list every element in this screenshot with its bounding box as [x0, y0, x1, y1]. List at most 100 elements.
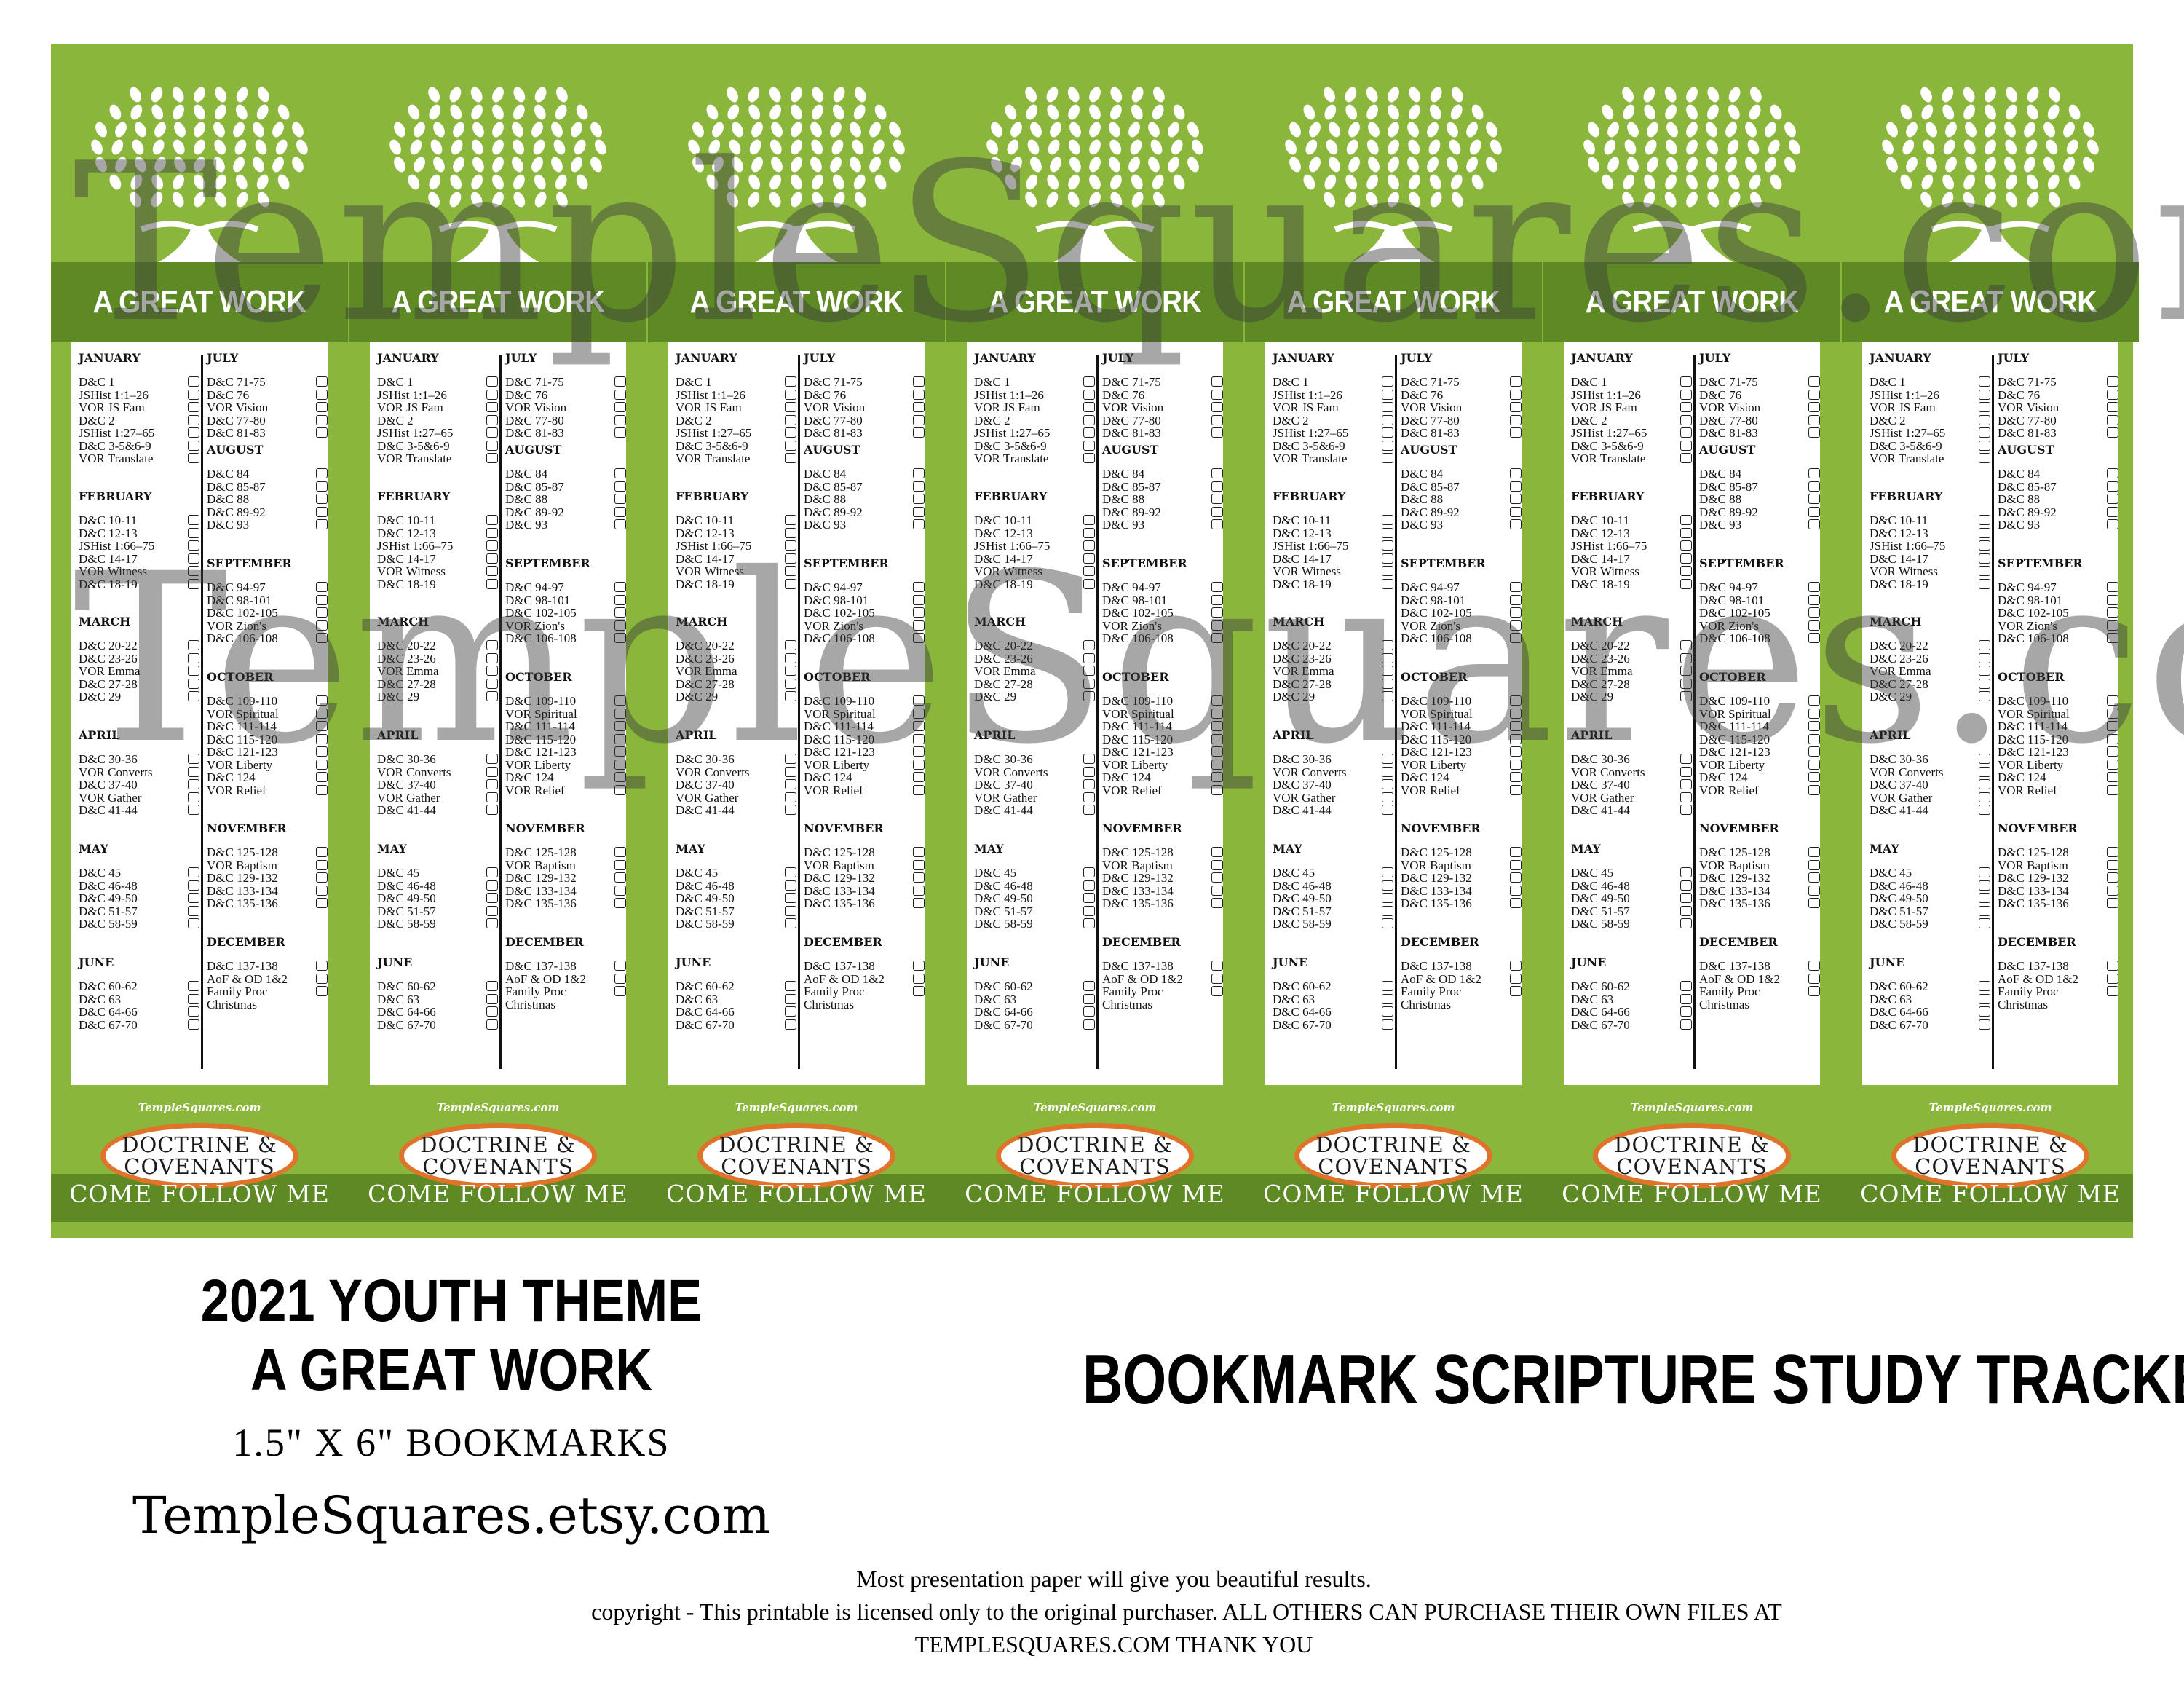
checkbox-icon[interactable]: [1808, 973, 1820, 984]
checkbox-icon[interactable]: [316, 494, 328, 504]
checkbox-icon[interactable]: [785, 376, 796, 387]
checkbox-icon[interactable]: [188, 1006, 199, 1017]
checkbox-icon[interactable]: [486, 578, 498, 589]
checkbox-icon[interactable]: [1211, 494, 1223, 504]
checkbox-icon[interactable]: [2107, 481, 2118, 492]
checkbox-icon[interactable]: [614, 784, 626, 795]
checkbox-icon[interactable]: [1808, 708, 1820, 719]
checkbox-icon[interactable]: [614, 506, 626, 517]
checkbox-icon[interactable]: [2107, 721, 2118, 731]
checkbox-icon[interactable]: [1808, 506, 1820, 517]
checkbox-icon[interactable]: [913, 973, 925, 984]
checkbox-icon[interactable]: [1680, 427, 1692, 438]
checkbox-icon[interactable]: [913, 695, 925, 706]
checkbox-icon[interactable]: [785, 578, 796, 589]
checkbox-icon[interactable]: [316, 847, 328, 857]
checkbox-icon[interactable]: [785, 805, 796, 815]
checkbox-icon[interactable]: [188, 427, 199, 438]
checkbox-icon[interactable]: [1808, 582, 1820, 592]
checkbox-icon[interactable]: [316, 708, 328, 719]
checkbox-icon[interactable]: [1083, 766, 1095, 777]
checkbox-icon[interactable]: [785, 652, 796, 663]
checkbox-icon[interactable]: [2107, 427, 2118, 438]
checkbox-icon[interactable]: [316, 986, 328, 996]
checkbox-icon[interactable]: [316, 759, 328, 770]
checkbox-icon[interactable]: [1510, 427, 1522, 438]
checkbox-icon[interactable]: [188, 893, 199, 903]
checkbox-icon[interactable]: [1680, 453, 1692, 463]
checkbox-icon[interactable]: [1979, 376, 1990, 387]
checkbox-icon[interactable]: [1382, 1006, 1393, 1017]
checkbox-icon[interactable]: [1382, 578, 1393, 589]
checkbox-icon[interactable]: [1382, 754, 1393, 764]
checkbox-icon[interactable]: [1382, 640, 1393, 650]
checkbox-icon[interactable]: [1680, 515, 1692, 525]
checkbox-icon[interactable]: [1979, 566, 1990, 576]
checkbox-icon[interactable]: [188, 993, 199, 1004]
checkbox-icon[interactable]: [188, 553, 199, 564]
checkbox-icon[interactable]: [1211, 859, 1223, 870]
checkbox-icon[interactable]: [316, 872, 328, 883]
checkbox-icon[interactable]: [913, 784, 925, 795]
checkbox-icon[interactable]: [1083, 440, 1095, 451]
checkbox-icon[interactable]: [316, 582, 328, 592]
checkbox-icon[interactable]: [1083, 666, 1095, 676]
checkbox-icon[interactable]: [1680, 566, 1692, 576]
checkbox-icon[interactable]: [1680, 666, 1692, 676]
checkbox-icon[interactable]: [316, 414, 328, 425]
checkbox-icon[interactable]: [1510, 721, 1522, 731]
checkbox-icon[interactable]: [1083, 402, 1095, 412]
checkbox-icon[interactable]: [188, 440, 199, 451]
checkbox-icon[interactable]: [1510, 481, 1522, 492]
checkbox-icon[interactable]: [1211, 721, 1223, 731]
checkbox-icon[interactable]: [614, 427, 626, 438]
checkbox-icon[interactable]: [188, 805, 199, 815]
checkbox-icon[interactable]: [316, 402, 328, 412]
checkbox-icon[interactable]: [486, 515, 498, 525]
checkbox-icon[interactable]: [913, 721, 925, 731]
checkbox-icon[interactable]: [1510, 859, 1522, 870]
checkbox-icon[interactable]: [1083, 905, 1095, 916]
checkbox-icon[interactable]: [1680, 402, 1692, 412]
checkbox-icon[interactable]: [1979, 792, 1990, 802]
checkbox-icon[interactable]: [188, 754, 199, 764]
checkbox-icon[interactable]: [785, 905, 796, 916]
checkbox-icon[interactable]: [913, 414, 925, 425]
checkbox-icon[interactable]: [1979, 678, 1990, 689]
checkbox-icon[interactable]: [1382, 779, 1393, 789]
checkbox-icon[interactable]: [1382, 880, 1393, 891]
checkbox-icon[interactable]: [614, 872, 626, 883]
checkbox-icon[interactable]: [614, 633, 626, 643]
checkbox-icon[interactable]: [2107, 859, 2118, 870]
checkbox-icon[interactable]: [614, 721, 626, 731]
checkbox-icon[interactable]: [188, 779, 199, 789]
checkbox-icon[interactable]: [913, 772, 925, 782]
checkbox-icon[interactable]: [1382, 440, 1393, 451]
checkbox-icon[interactable]: [1382, 867, 1393, 877]
checkbox-icon[interactable]: [1083, 981, 1095, 991]
checkbox-icon[interactable]: [1808, 427, 1820, 438]
checkbox-icon[interactable]: [1808, 721, 1820, 731]
checkbox-icon[interactable]: [1680, 553, 1692, 564]
checkbox-icon[interactable]: [188, 402, 199, 412]
checkbox-icon[interactable]: [614, 481, 626, 492]
checkbox-icon[interactable]: [1211, 695, 1223, 706]
checkbox-icon[interactable]: [785, 918, 796, 928]
checkbox-icon[interactable]: [2107, 898, 2118, 908]
checkbox-icon[interactable]: [1382, 553, 1393, 564]
checkbox-icon[interactable]: [785, 414, 796, 425]
checkbox-icon[interactable]: [614, 468, 626, 478]
checkbox-icon[interactable]: [1510, 772, 1522, 782]
checkbox-icon[interactable]: [614, 376, 626, 387]
checkbox-icon[interactable]: [486, 918, 498, 928]
checkbox-icon[interactable]: [1211, 733, 1223, 744]
checkbox-icon[interactable]: [785, 766, 796, 777]
checkbox-icon[interactable]: [1808, 986, 1820, 996]
checkbox-icon[interactable]: [913, 759, 925, 770]
checkbox-icon[interactable]: [1979, 754, 1990, 764]
checkbox-icon[interactable]: [614, 885, 626, 896]
checkbox-icon[interactable]: [1510, 506, 1522, 517]
checkbox-icon[interactable]: [1808, 695, 1820, 706]
checkbox-icon[interactable]: [1083, 1019, 1095, 1030]
checkbox-icon[interactable]: [1510, 746, 1522, 757]
